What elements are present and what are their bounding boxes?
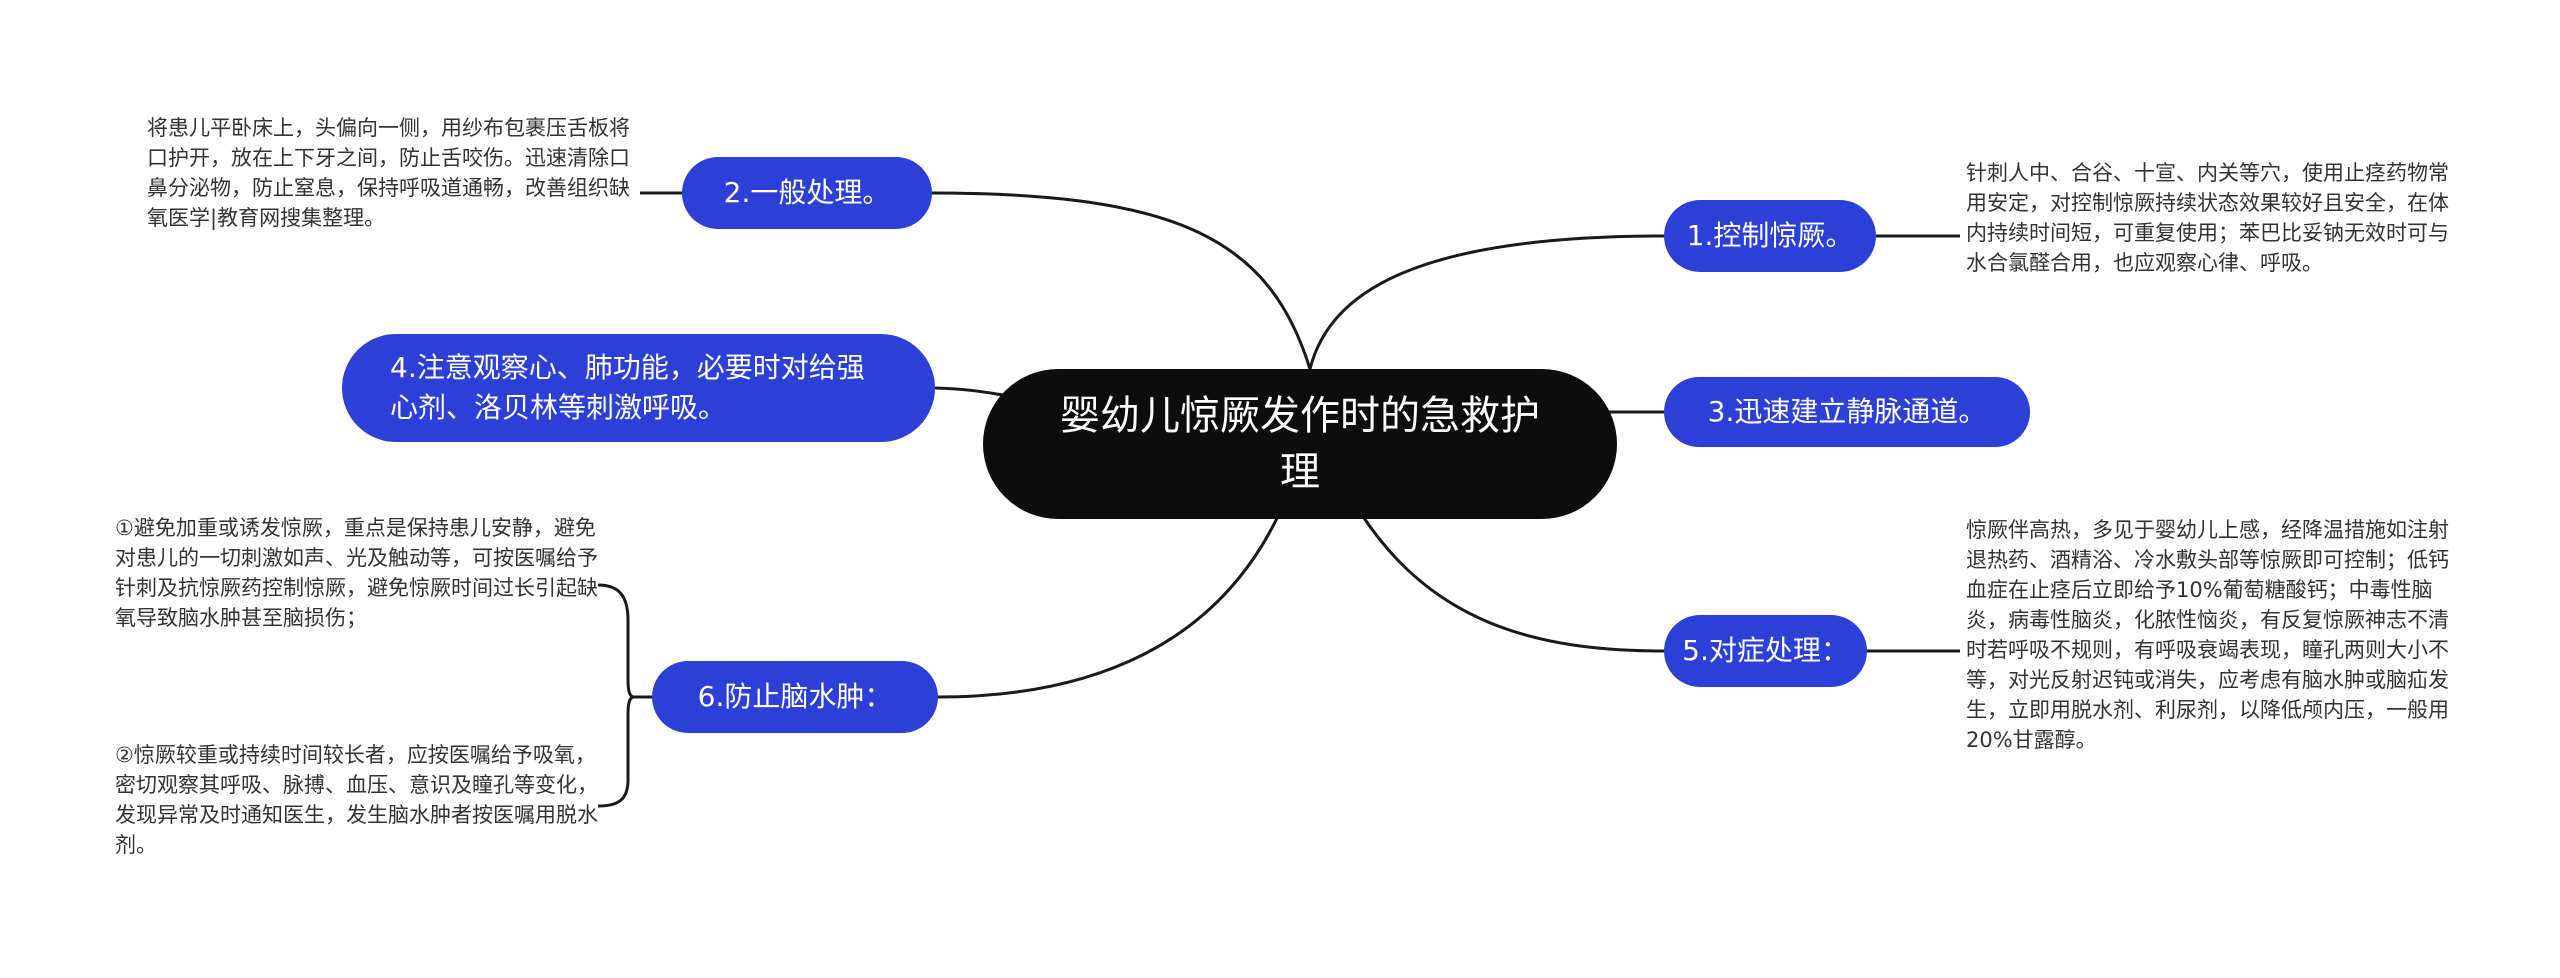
central-topic-label: 婴幼儿惊厥发作时的急救护理 bbox=[1060, 393, 1540, 495]
note-symptomatic-treatment: 惊厥伴高热，多见于婴幼儿上感，经降温措施如注射退热药、酒精浴、冷水敷头部等惊厥即… bbox=[1966, 518, 2449, 752]
link-root-t1 bbox=[1308, 234, 1665, 370]
topic-control-convulsion-label: 1.控制惊厥。 bbox=[1686, 219, 1854, 252]
topic-general-handling[interactable]: 2.一般处理。 bbox=[682, 157, 932, 229]
link-root-t2 bbox=[931, 191, 1312, 370]
note-prevent-edema-2: ②惊厥较重或持续时间较长者，应按医嘱给予吸氧，密切观察其呼吸、脉搏、血压、意识及… bbox=[115, 743, 598, 857]
topic-control-convulsion[interactable]: 1.控制惊厥。 bbox=[1664, 200, 1876, 272]
topic-symptomatic-treatment[interactable]: 5.对症处理： bbox=[1664, 615, 1867, 687]
link-root-t4 bbox=[934, 386, 1004, 397]
link-root-t6 bbox=[937, 511, 1282, 699]
link-root-t5 bbox=[1358, 511, 1665, 653]
topic-general-handling-label: 2.一般处理。 bbox=[723, 176, 891, 209]
topic-prevent-cerebral-edema-label: 6.防止脑水肿： bbox=[697, 680, 893, 713]
topic-symptomatic-treatment-label: 5.对症处理： bbox=[1682, 634, 1849, 667]
topic-iv-access-label: 3.迅速建立静脉通道。 bbox=[1707, 395, 1987, 428]
topic-observe-heart-lung[interactable]: 4.注意观察心、肺功能，必要时对给强心剂、洛贝林等刺激呼吸。 bbox=[342, 334, 935, 442]
note-prevent-edema-1: ①避免加重或诱发惊厥，重点是保持患儿安静，避免对患儿的一切刺激如声、光及触动等，… bbox=[115, 516, 598, 630]
note-general-handling: 将患儿平卧床上，头偏向一侧，用纱布包裹压舌板将口护开，放在上下牙之间，防止舌咬伤… bbox=[147, 116, 630, 230]
note-control-convulsion: 针刺人中、合谷、十宣、内关等穴，使用止痉药物常用安定，对控制惊厥持续状态效果较好… bbox=[1966, 161, 2449, 275]
brace-t6 bbox=[597, 583, 635, 808]
topic-observe-heart-lung-label: 4.注意观察心、肺功能，必要时对给强心剂、洛贝林等刺激呼吸。 bbox=[390, 351, 865, 424]
topic-prevent-cerebral-edema[interactable]: 6.防止脑水肿： bbox=[652, 661, 938, 733]
topic-iv-access[interactable]: 3.迅速建立静脉通道。 bbox=[1664, 377, 2030, 447]
central-topic[interactable]: 婴幼儿惊厥发作时的急救护理 bbox=[983, 369, 1617, 519]
